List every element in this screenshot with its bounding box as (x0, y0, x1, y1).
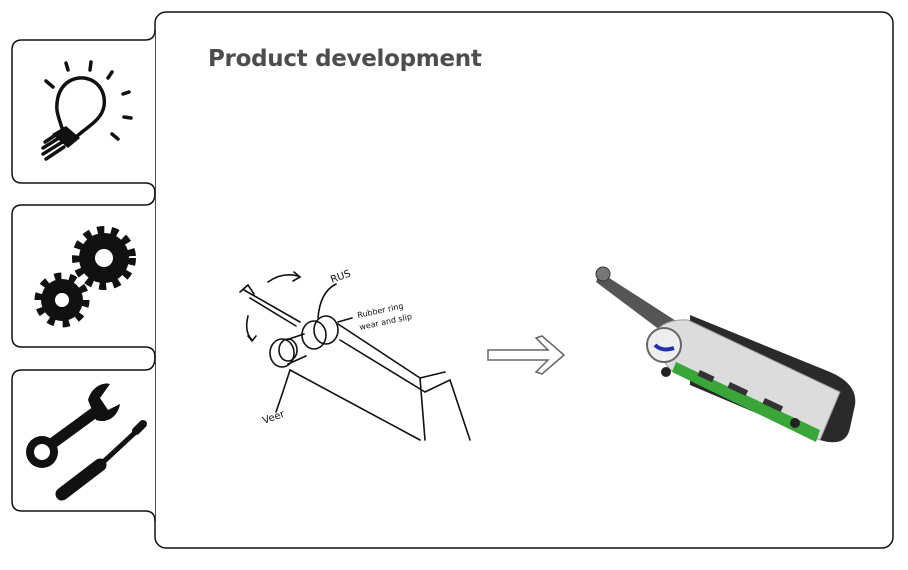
right-arrow-icon (487, 335, 566, 375)
wrench-screwdriver-icon (26, 383, 147, 501)
tab-process[interactable] (11, 192, 156, 358)
page-title: Product development (208, 46, 482, 72)
device-render (595, 266, 856, 443)
tab-idea[interactable] (11, 29, 156, 194)
main-panel (154, 11, 894, 549)
gears-icon (34, 226, 136, 328)
tab-tools[interactable] (11, 356, 156, 522)
lightbulb-icon (41, 60, 133, 161)
